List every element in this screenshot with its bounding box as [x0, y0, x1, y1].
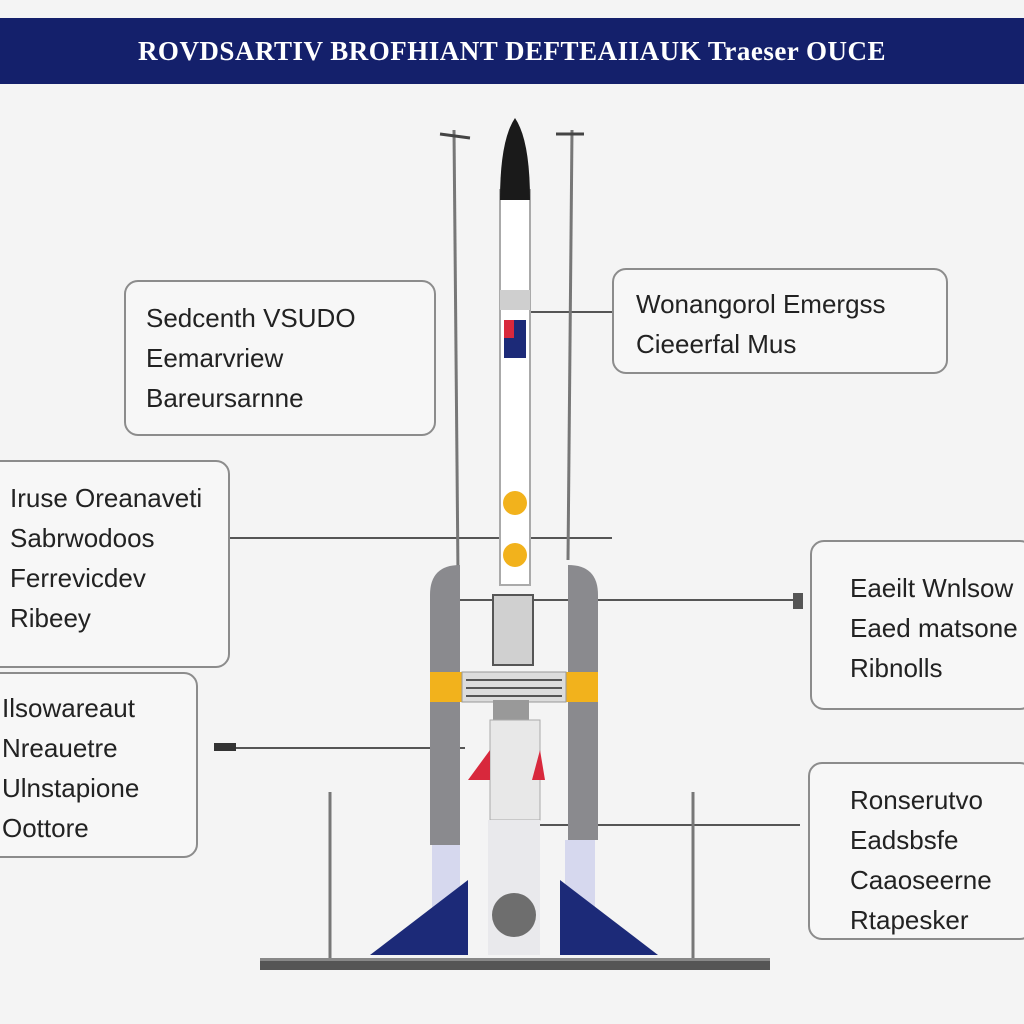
rocket-stage-ring — [500, 290, 530, 310]
launch-tower — [430, 565, 598, 955]
callout-low-right-line-1: Ronserutvo — [850, 785, 983, 815]
callout-mid-left: Iruse Oreanaveti Sabrwodoos Ferrevicdev … — [0, 460, 230, 668]
booster-fin-right — [532, 750, 545, 780]
rocket-booster-section — [489, 719, 541, 821]
callout-mid-left-line-4: Ribeey — [10, 603, 91, 633]
title-banner: ROVDSARTIV BROFHIANT DEFTEAIIAUK Traeser… — [0, 18, 1024, 84]
callout-mid-left-line-2: Sabrwodoos — [10, 523, 155, 553]
tower-right-column — [568, 565, 598, 840]
tower-gantry-stripes — [466, 679, 562, 697]
rocket-marker-upper — [503, 491, 527, 515]
ground-platform-highlight — [260, 958, 770, 961]
callout-top-left: Sedcenth VSUDO Eemarvriew Bareursarnne — [124, 280, 436, 436]
exhaust-nozzle — [492, 893, 536, 937]
callout-low-left-line-3: Ulnstapione — [2, 773, 140, 803]
launch-pad-ramp-right — [560, 880, 658, 955]
callout-mid-left-line-3: Ferrevicdev — [10, 563, 146, 593]
connector-lines — [230, 311, 800, 826]
rocket-marker-lower — [503, 543, 527, 567]
callout-low-left: Ilsowareaut Nreauetre Ulnstapione Oottor… — [0, 672, 198, 858]
callout-low-right-line-2: Eadsbsfe — [850, 825, 959, 855]
rocket-body — [499, 189, 531, 586]
callout-top-right: Wonangorol Emergss Cieeerfal Mus — [612, 268, 948, 374]
callout-top-right-line-1: Wonangorol Emergss — [636, 289, 886, 319]
callout-low-left-line-2: Nreauetre — [2, 733, 118, 763]
connector-end-cap — [793, 593, 803, 609]
guide-poles — [328, 129, 695, 960]
connector-arrow-tip — [214, 743, 236, 751]
tower-umbilical-arm — [492, 594, 534, 666]
callout-top-left-line-1: Sedcenth VSUDO — [146, 303, 356, 333]
rocket-nose-cone — [500, 118, 530, 200]
callout-low-right-line-3: Caaoseerne — [850, 865, 992, 895]
callout-top-left-line-2: Eemarvriew — [146, 343, 284, 373]
callout-mid-right: Eaeilt Wnlsow Eaed matsone Ribnolls — [810, 540, 1024, 710]
callout-mid-right-line-1: Eaeilt Wnlsow — [850, 573, 1014, 603]
callout-low-right-line-4: Rtapesker — [850, 905, 969, 935]
rocket-flag-red — [504, 320, 514, 338]
callout-low-right: Ronserutvo Eadsbsfe Caaoseerne Rtapesker — [808, 762, 1024, 940]
booster-fin-left — [468, 750, 490, 780]
left-mast — [452, 129, 460, 576]
callout-low-left-line-1: Ilsowareaut — [2, 693, 135, 723]
callout-mid-left-line-1: Iruse Oreanaveti — [10, 483, 203, 513]
diagram-title: ROVDSARTIV BROFHIANT DEFTEAIIAUK Traeser… — [137, 35, 887, 66]
callout-top-right-line-2: Cieeerfal Mus — [636, 329, 797, 359]
tower-left-column — [430, 565, 460, 845]
right-mast — [566, 129, 574, 561]
callout-mid-right-line-3: Ribnolls — [850, 653, 943, 683]
callout-low-left-line-4: Oottore — [2, 813, 89, 843]
callout-top-left-line-3: Bareursarnne — [146, 383, 304, 413]
tower-service-plate — [493, 700, 529, 720]
left-mast-top — [439, 132, 471, 140]
launch-pad-ramp-left — [370, 880, 468, 955]
callout-mid-right-line-2: Eaed matsone — [850, 613, 1018, 643]
rocket — [499, 118, 531, 586]
